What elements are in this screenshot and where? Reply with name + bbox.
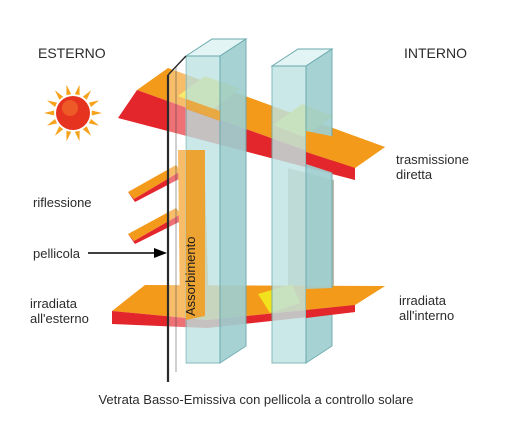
- label-inside: INTERNO: [404, 45, 467, 61]
- sun-ray: [82, 90, 92, 100]
- incident-band-over-glass: [186, 99, 220, 121]
- reflection-band-upper-edge: [128, 171, 181, 202]
- solar-control-film: [166, 55, 187, 382]
- label-radiated-inside: irradiata all'interno: [399, 293, 455, 323]
- arrow-right-icon: [88, 248, 167, 258]
- reflection-band-lower-edge: [128, 214, 181, 244]
- radiated-band-inner-front: [306, 286, 385, 310]
- sun-ray: [74, 130, 80, 142]
- label-reflection: riflessione: [33, 195, 92, 210]
- sun-ray: [66, 84, 72, 96]
- label-radiated-outside: irradiata all'esterno: [30, 296, 89, 326]
- sun-ray: [74, 84, 80, 96]
- transmission-band-out-edge: [306, 152, 355, 180]
- label-direct-transmission: trasmissione diretta: [396, 152, 469, 182]
- inner-glass-pane: [270, 48, 334, 364]
- sun-ray: [54, 90, 64, 100]
- transmission-band-out: [306, 131, 385, 168]
- sun-ray: [91, 110, 102, 116]
- radiated-band-inner-edge: [306, 305, 355, 318]
- sun-icon: [44, 84, 102, 142]
- sun-ray: [88, 119, 100, 126]
- diagram-caption: Vetrata Basso-Emissiva con pellicola a c…: [98, 392, 414, 407]
- radiated-band-bottom-front: [112, 305, 355, 328]
- sun-ray: [88, 100, 100, 107]
- sun-ray: [44, 110, 55, 116]
- label-outside: ESTERNO: [38, 45, 106, 61]
- sun-ray: [82, 126, 92, 136]
- label-film: pellicola: [33, 246, 80, 261]
- sun-ray: [46, 119, 58, 126]
- sun-ray: [54, 126, 64, 136]
- absorption-strip: [186, 150, 205, 320]
- sun-ray: [46, 100, 58, 107]
- label-absorption: Assorbimento: [183, 236, 198, 316]
- sun-ray: [66, 130, 72, 142]
